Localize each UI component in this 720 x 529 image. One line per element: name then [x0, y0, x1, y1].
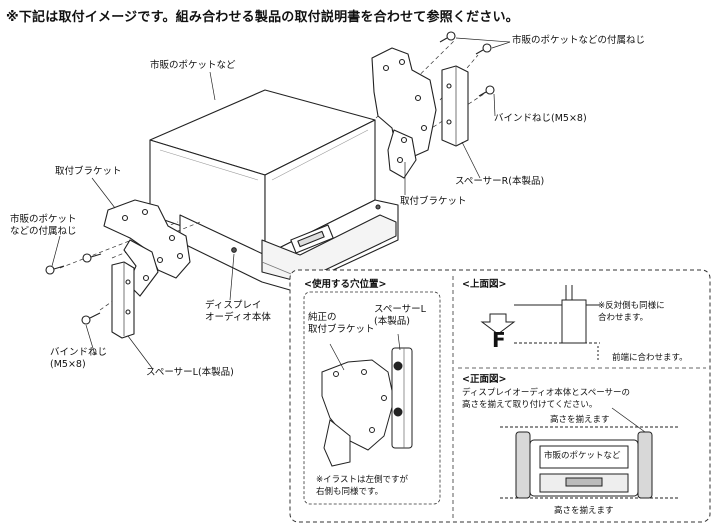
label-bind-screw-left: バインドねじ (M5×8): [50, 347, 108, 370]
right-spacer: [441, 65, 469, 147]
right-bracket: [371, 47, 437, 179]
inset-oem-bracket: 純正の 取付ブラケット: [308, 312, 375, 335]
inset-spacer-l: スペーサーL (本製品): [374, 304, 426, 327]
left-spacer: [111, 261, 135, 339]
screw-right-3: [478, 85, 495, 97]
display-audio-body: [179, 199, 399, 291]
label-spacer-r: スペーサーR(本製品): [455, 176, 545, 187]
screw-left-2: [82, 253, 102, 263]
screw-left-1: [45, 265, 65, 275]
inset-holes-title: <使用する穴位置>: [304, 279, 387, 290]
inset-align-height-bottom: 高さを揃えます: [554, 506, 614, 516]
inset-opposite-note: ※反対側も同様に 合わせます。: [598, 301, 665, 323]
label-spacer-l: スペーサーL(本製品): [146, 367, 234, 378]
inset-illust-note: ※イラストは左側ですが 右側も同様です。: [316, 475, 408, 497]
screw-right-1: [439, 31, 456, 43]
inset-pocket-label: 市販のポケットなど: [544, 451, 621, 461]
header-note: ※下記は取付イメージです。組み合わせる製品の取付説明書を合わせて参照ください。: [6, 10, 519, 25]
inset-front-view-title: <正面図>: [462, 374, 507, 385]
label-pocket-top: 市販のポケットなど: [150, 60, 236, 71]
inset-align-height-top: 高さを揃えます: [550, 415, 610, 425]
left-bracket: [103, 199, 191, 297]
screw-right-2: [475, 43, 492, 55]
inset-align-front: 前端に合わせます。: [612, 353, 688, 363]
label-screws-left: 市販のポケット などの付属ねじ: [10, 214, 77, 237]
label-bracket-right: 取付ブラケット: [400, 196, 467, 207]
inset-top-view-title: <上面図>: [462, 279, 507, 290]
pocket-box: [149, 89, 376, 256]
screw-left-3: [81, 312, 101, 325]
label-display-unit: ディスプレイ オーディオ本体: [205, 300, 271, 323]
label-screws-right: 市販のポケットなどの付属ねじ: [512, 35, 646, 46]
label-bind-screw-right: バインドねじ(M5×8): [494, 113, 587, 124]
inset-front-view-desc: ディスプレイオーディオ本体とスペーサーの 高さを揃えて取り付けてください。: [462, 388, 631, 410]
label-bracket-left: 取付ブラケット: [55, 166, 122, 177]
inset-front-marker: F: [492, 328, 506, 352]
